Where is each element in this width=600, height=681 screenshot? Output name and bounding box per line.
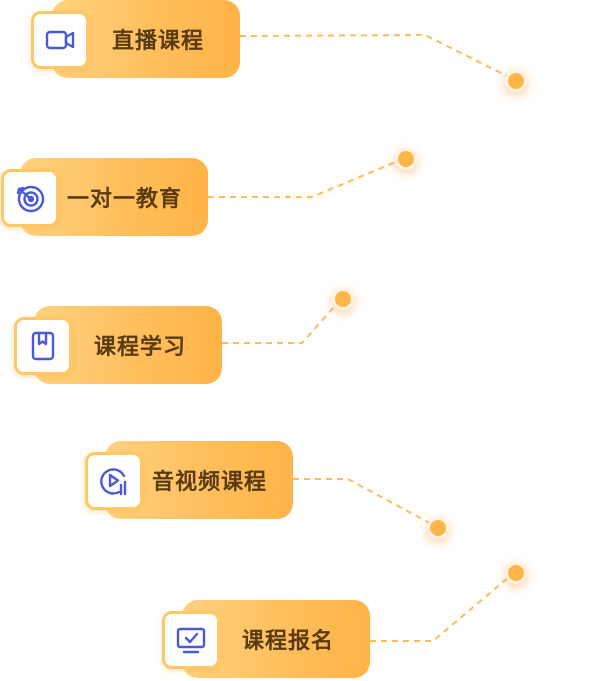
menu-item-label: 直播课程 (112, 29, 205, 54)
connector-line-4 (293, 478, 438, 528)
target-icon (1, 169, 59, 227)
connector-dot-3 (332, 288, 354, 310)
video-camera-icon (31, 11, 89, 69)
connector-line-1 (239, 33, 516, 81)
play-audio-icon (85, 452, 143, 510)
menu-item-label: 一对一教育 (67, 187, 183, 212)
connector-line-2 (208, 157, 406, 198)
connector-dot-1 (505, 70, 527, 92)
connector-dot-4 (427, 517, 449, 539)
menu-item-label: 音视频课程 (152, 470, 268, 495)
menu-item-label: 课程学习 (94, 335, 187, 360)
monitor-check-icon (162, 611, 220, 669)
bookmark-book-icon (14, 317, 72, 375)
connector-line-3 (222, 297, 343, 344)
menu-item-label: 课程报名 (242, 629, 335, 654)
connector-line-5 (370, 571, 516, 642)
connector-dot-2 (395, 148, 417, 170)
connector-dot-5 (505, 562, 527, 584)
